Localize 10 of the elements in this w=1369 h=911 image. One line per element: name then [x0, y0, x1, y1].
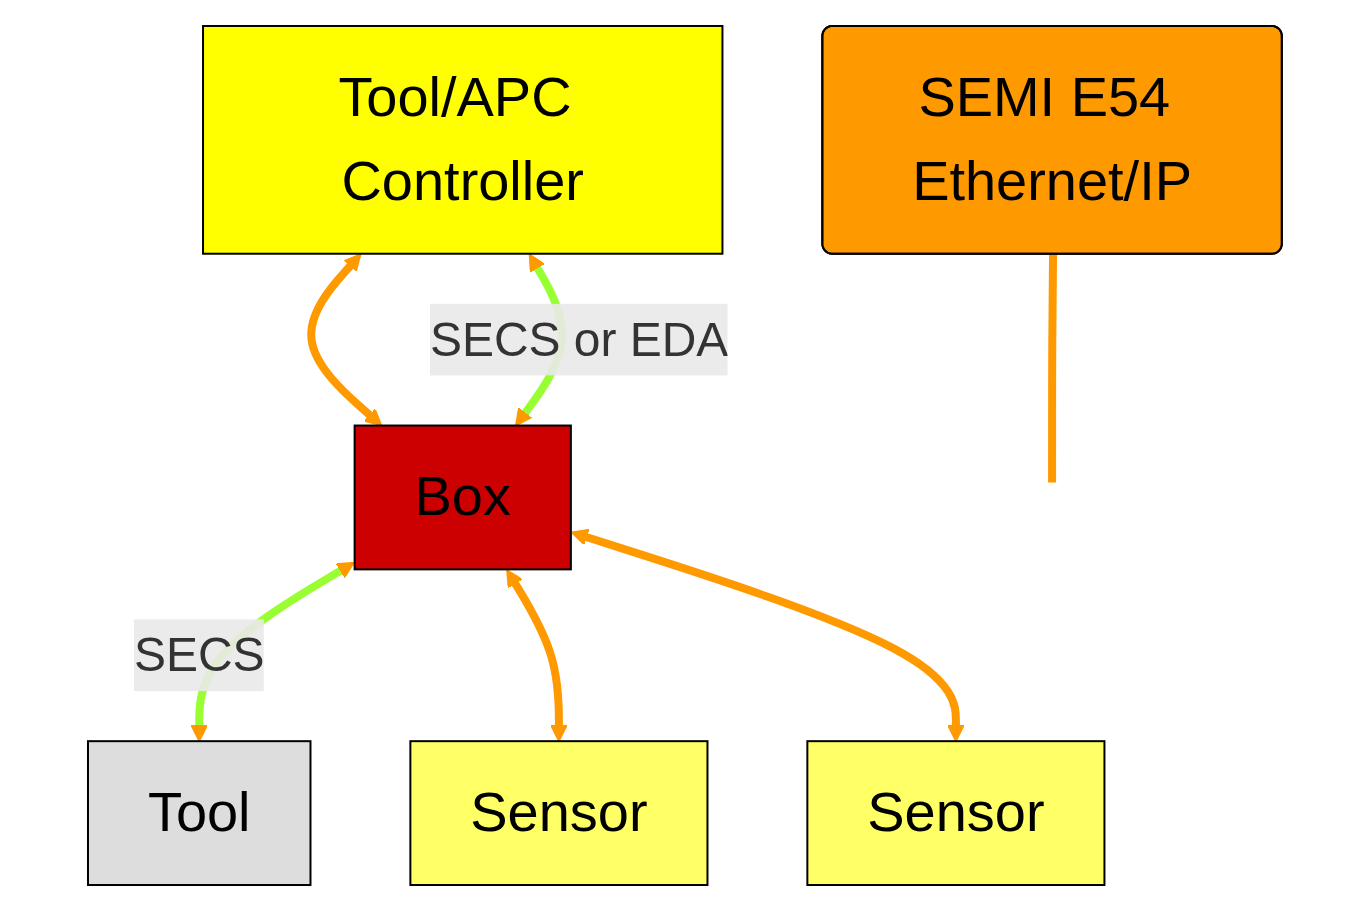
arrow	[570, 528, 965, 742]
edge-label: SECS	[133, 627, 265, 682]
edge-label: SECS or EDA	[429, 311, 728, 366]
arrow	[306, 253, 382, 427]
node-box: Box	[353, 424, 572, 571]
arrow	[505, 569, 568, 742]
node-box: Sensor	[805, 740, 1106, 886]
node-box: Sensor	[408, 740, 709, 886]
node-box: Tool	[86, 740, 312, 886]
node-box: Tool/APC Controller	[201, 25, 724, 255]
